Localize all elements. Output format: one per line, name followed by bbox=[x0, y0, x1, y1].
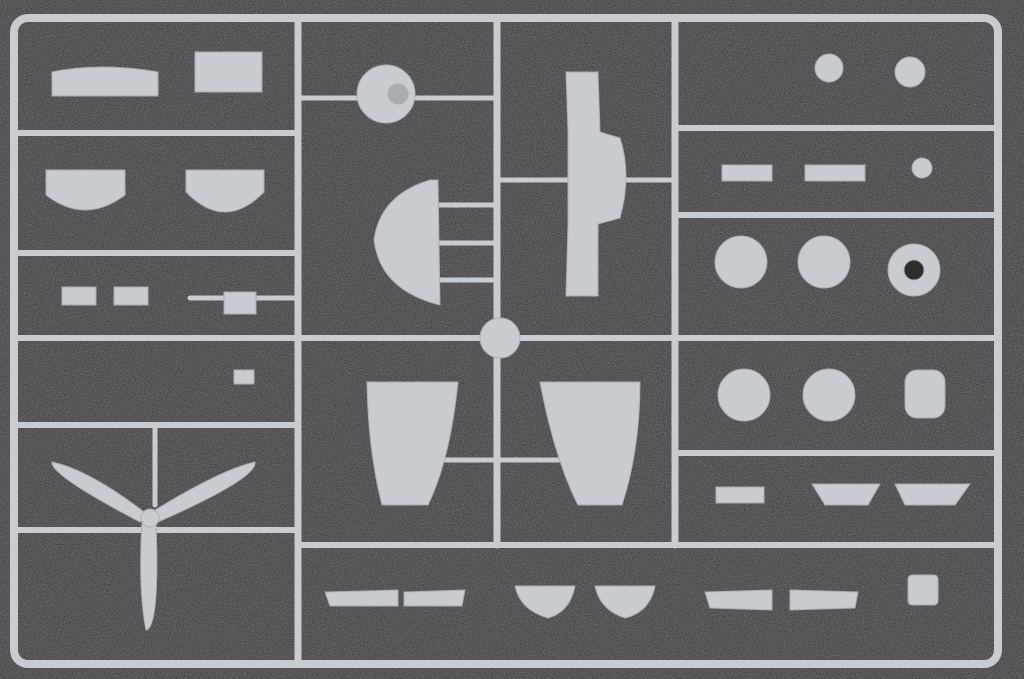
part-plate bbox=[715, 486, 765, 504]
propeller-blade bbox=[51, 461, 149, 523]
part-gear-leg bbox=[894, 483, 971, 506]
part-panel bbox=[194, 51, 263, 93]
part-block bbox=[907, 574, 939, 606]
part-tire-half bbox=[904, 369, 946, 419]
part-bowl bbox=[894, 56, 926, 88]
engine-radial bbox=[356, 64, 416, 124]
part-gear-leg bbox=[789, 589, 859, 611]
part-wheel-well bbox=[594, 585, 656, 619]
wheel bbox=[797, 235, 851, 289]
propeller-hub bbox=[140, 508, 160, 528]
propeller-blade bbox=[151, 461, 256, 523]
cowling-half bbox=[373, 179, 441, 306]
part-small bbox=[233, 369, 255, 385]
part-small bbox=[223, 291, 257, 315]
wheel bbox=[714, 235, 768, 289]
part-gear-door bbox=[324, 589, 399, 607]
part-strip bbox=[804, 164, 866, 182]
wing-part bbox=[366, 381, 459, 506]
engine-hub bbox=[387, 83, 409, 105]
part-strip bbox=[721, 164, 773, 182]
part-gear-leg bbox=[704, 589, 773, 611]
fuselage-part bbox=[565, 71, 627, 297]
part-panel bbox=[51, 66, 159, 97]
plastic-parts bbox=[45, 51, 971, 631]
part-gear-leg bbox=[811, 483, 881, 506]
part-floor bbox=[185, 169, 265, 213]
part-floor bbox=[45, 169, 126, 211]
part-wheel-well bbox=[514, 585, 576, 619]
part-dome bbox=[814, 53, 844, 83]
part-gear-door bbox=[403, 589, 466, 607]
tire-hole bbox=[903, 259, 925, 281]
wheel bbox=[802, 368, 856, 422]
wheel bbox=[717, 368, 771, 422]
canopy-disc bbox=[479, 317, 521, 359]
part-small bbox=[113, 286, 149, 306]
propeller-blade bbox=[140, 521, 158, 631]
part-small-wheel bbox=[911, 157, 933, 179]
wing-part bbox=[539, 381, 641, 506]
part-small bbox=[61, 286, 97, 306]
